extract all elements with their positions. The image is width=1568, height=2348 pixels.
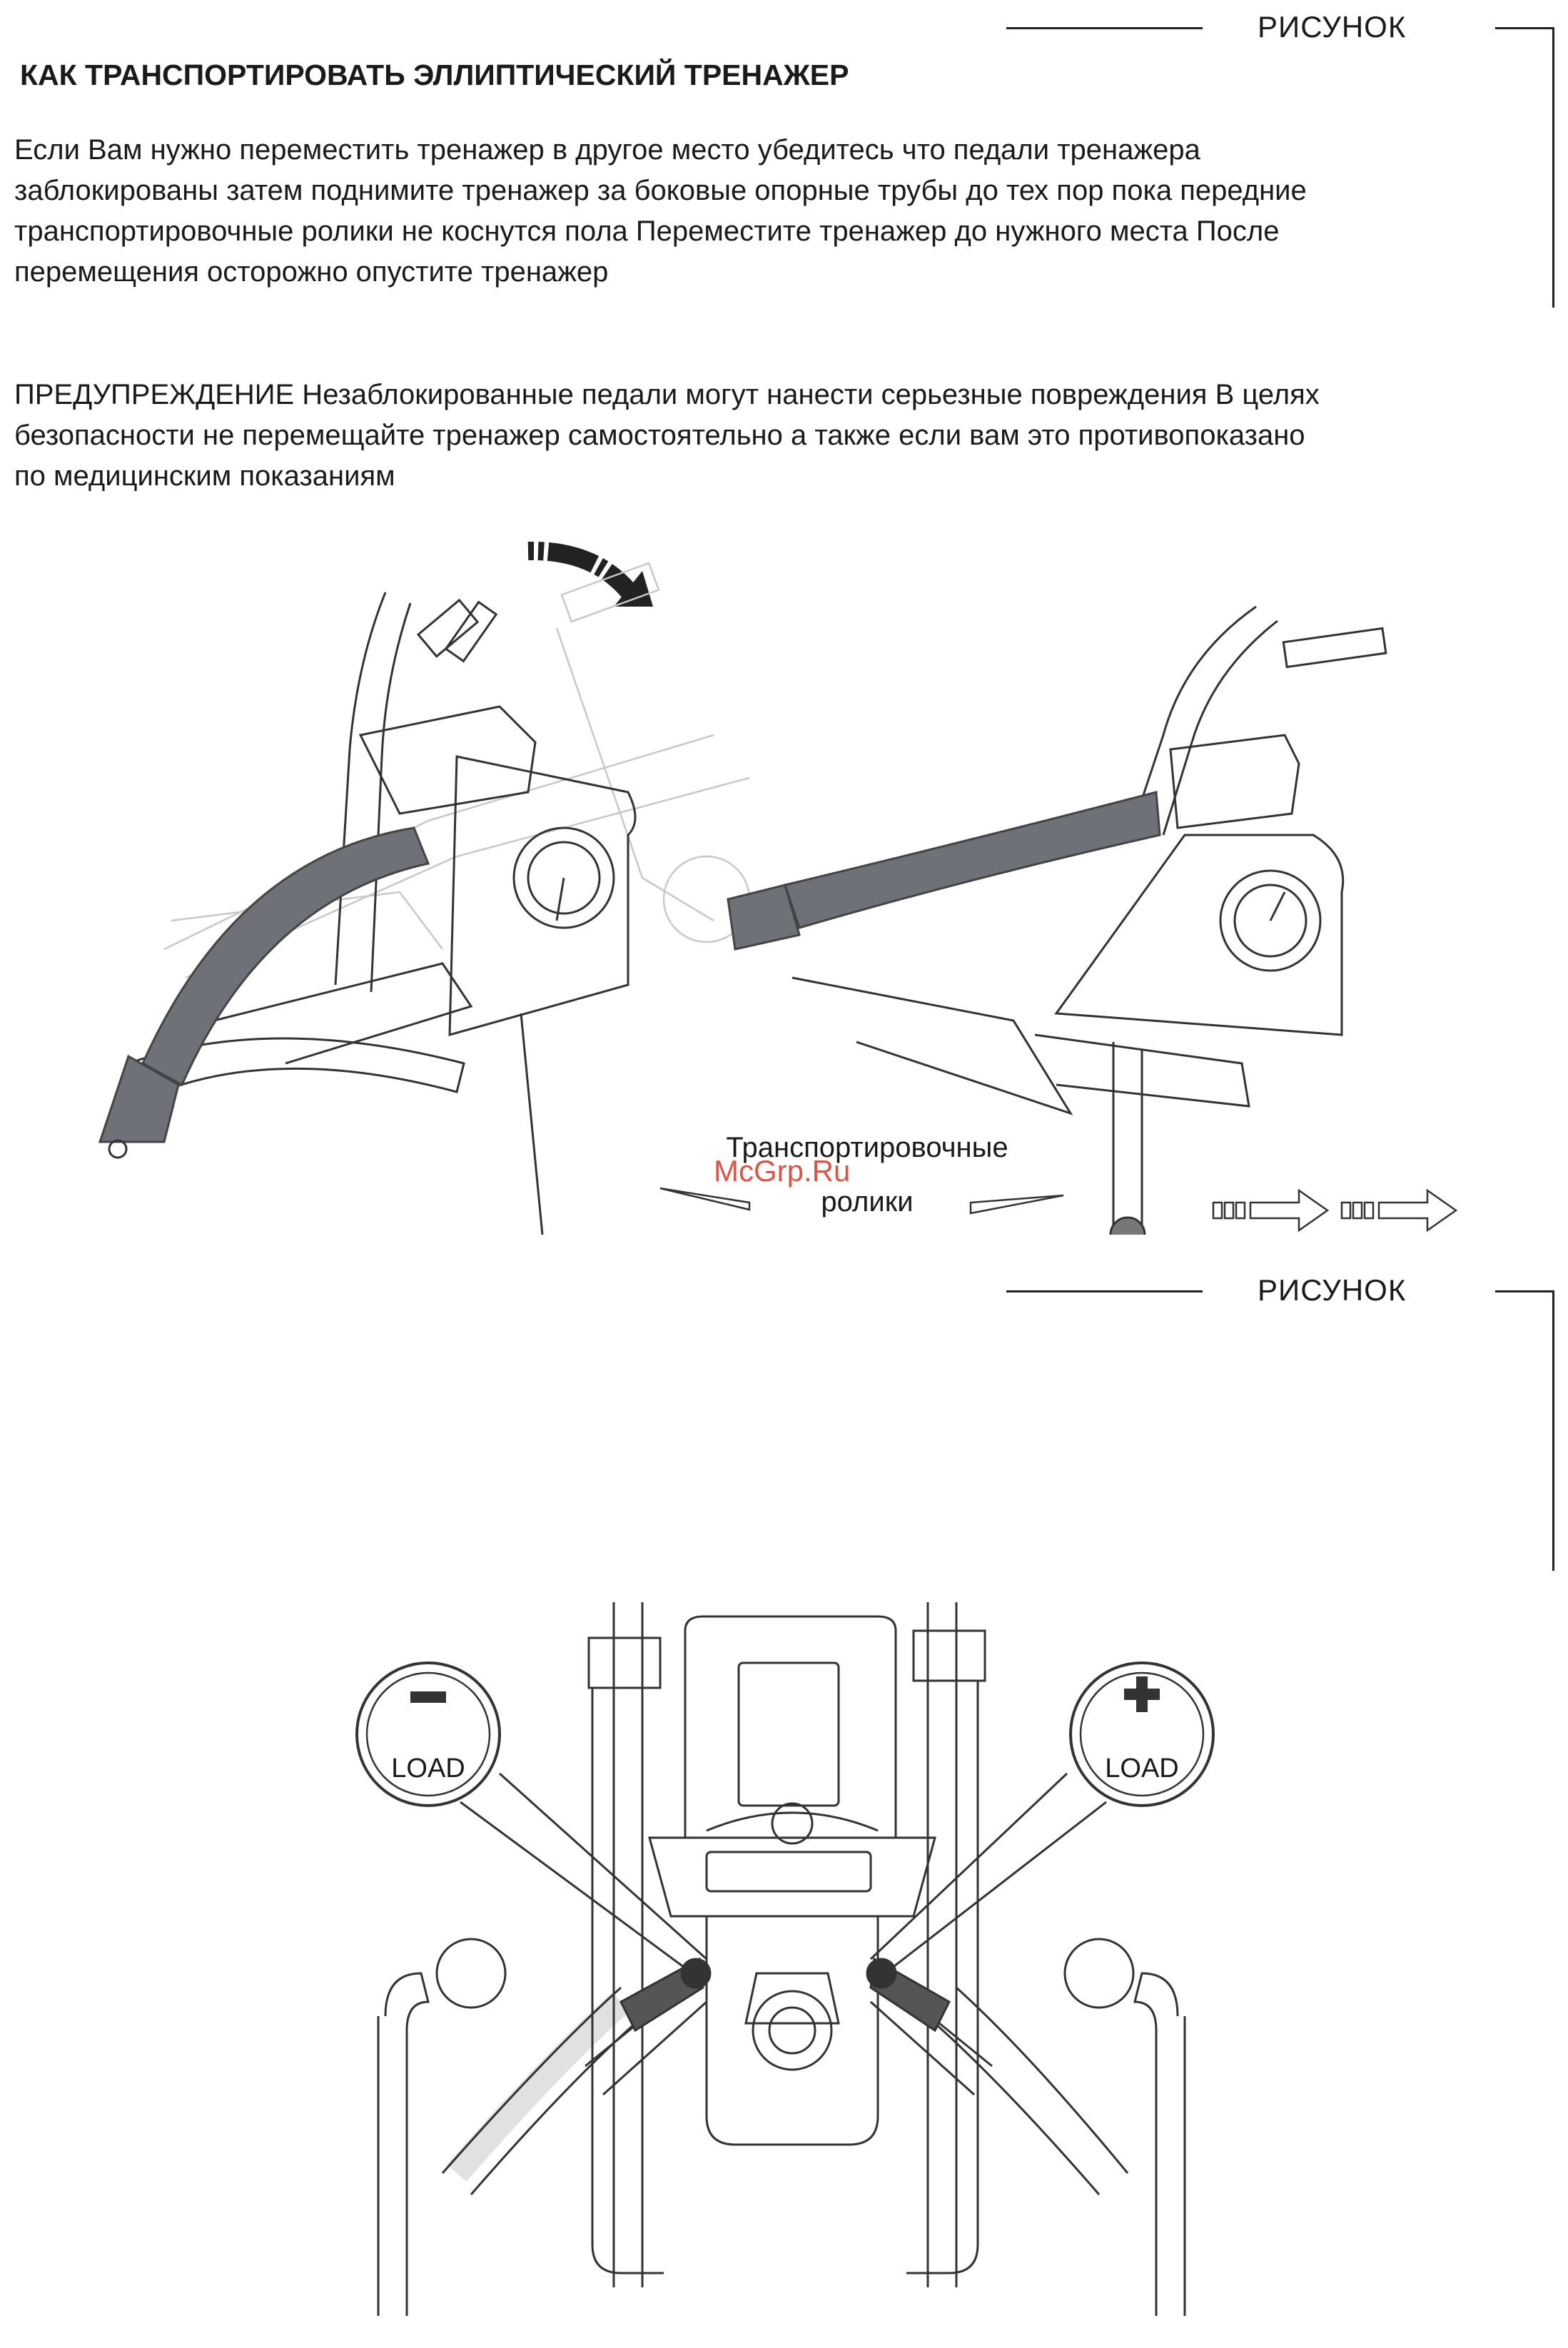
roller-pointer-right: [969, 1194, 1064, 1215]
plus-icon: [1124, 1676, 1160, 1712]
machine-level: [727, 605, 1387, 1235]
section-title: КАК ТРАНСПОРТИРОВАТЬ ЭЛЛИПТИЧЕСКИЙ ТРЕНА…: [20, 59, 849, 91]
roller-pointer-left: [659, 1187, 751, 1211]
load-minus-label: LOAD: [391, 1754, 465, 1783]
tilt-arrow-icon: [527, 541, 653, 607]
body-line: перемещения осторожно опустите тренажер: [14, 256, 609, 288]
warning-line: ПРЕДУПРЕЖДЕНИЕ Незаблокированные педали …: [14, 379, 1320, 410]
load-minus-callout: [355, 1661, 501, 1807]
direction-arrow-icon: [1212, 1188, 1330, 1233]
figure-label: РИСУНОК: [1258, 1273, 1407, 1307]
figure-bracket: [1495, 1290, 1554, 1571]
roller-callout-line1: Транспортировочные: [726, 1132, 1008, 1163]
minus-icon: [410, 1691, 446, 1703]
figure-label: РИСУНОК: [1258, 10, 1407, 44]
load-plus-callout: [1069, 1661, 1215, 1807]
body-paragraph: Если Вам нужно переместить тренажер в др…: [14, 130, 1499, 293]
figure-bracket: [1495, 27, 1554, 308]
warning-paragraph: ПРЕДУПРЕЖДЕНИЕ Незаблокированные педали …: [14, 375, 1499, 497]
figure-label-rule: [1006, 1290, 1203, 1292]
transport-illustration: [98, 541, 1458, 1235]
direction-arrow-icon: [1340, 1188, 1458, 1233]
body-line: транспортировочные ролики не коснутся по…: [14, 216, 1280, 247]
watermark: McGrp.Ru: [714, 1154, 851, 1188]
machine-tilted: [98, 592, 637, 1235]
body-line: Если Вам нужно переместить тренажер в др…: [14, 134, 1200, 166]
console-illustration: [355, 1602, 1215, 2316]
warning-line: по медицинским показаниям: [14, 460, 395, 492]
load-plus-label: LOAD: [1105, 1754, 1179, 1783]
body-line: заблокированы затем поднимите тренажер з…: [14, 175, 1307, 206]
roller-callout-line2: ролики: [821, 1186, 914, 1218]
figure-label-rule: [1006, 27, 1203, 29]
warning-line: безопасности не перемещайте тренажер сам…: [14, 420, 1305, 451]
